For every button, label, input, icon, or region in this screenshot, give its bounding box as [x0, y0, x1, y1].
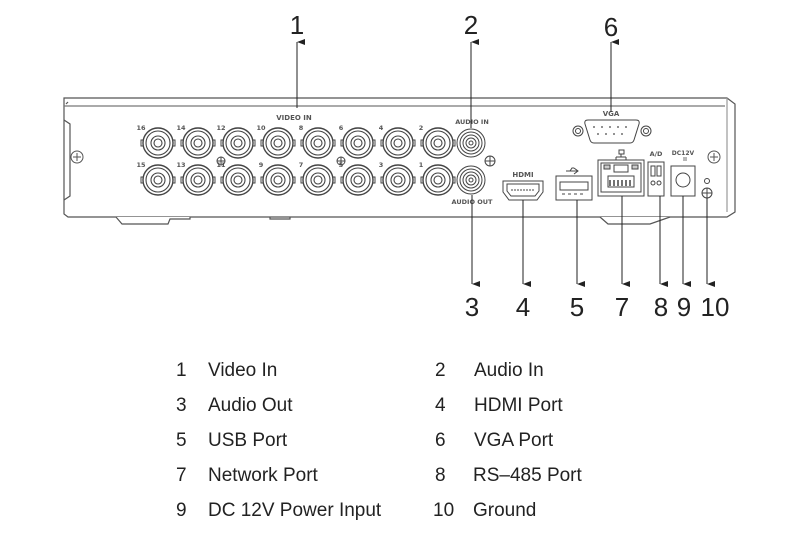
- bnc-connector-9[interactable]: 9: [259, 161, 296, 196]
- hdmi-panel-label: HDMI: [512, 171, 533, 179]
- callout-5: 5: [569, 292, 585, 322]
- legend-label: DC 12V Power Input: [208, 500, 382, 521]
- legend-num: 8: [435, 465, 446, 486]
- callout-7: 7: [614, 292, 630, 322]
- legend-label: USB Port: [208, 430, 288, 451]
- callout-8: 8: [653, 292, 669, 322]
- legend-num: 10: [433, 500, 455, 521]
- usb-icon: [566, 167, 579, 175]
- bnc-connector-4[interactable]: 4: [379, 124, 416, 159]
- network-port[interactable]: [597, 159, 645, 197]
- network-icon: [615, 149, 627, 160]
- bnc-channel-label: 4: [379, 124, 384, 132]
- bnc-channel-label: 9: [259, 161, 264, 169]
- dc-panel-label: DC12V: [672, 150, 695, 157]
- bnc-connector-14[interactable]: 14: [176, 124, 216, 159]
- ground-symbol: [484, 155, 496, 167]
- bnc-channel-label: 10: [256, 124, 266, 132]
- rs485-port[interactable]: [647, 161, 665, 197]
- bnc-channel-label: 6: [339, 124, 344, 132]
- video-in-panel-label: VIDEO IN: [276, 114, 312, 122]
- legend-num: 6: [435, 430, 446, 451]
- bnc-ground-symbol: [216, 156, 346, 166]
- dc-power-port[interactable]: [670, 157, 696, 197]
- bnc-connector-1[interactable]: 1: [419, 161, 456, 196]
- audio-out-port[interactable]: [456, 165, 486, 195]
- legend-label: Audio Out: [208, 395, 293, 416]
- chassis-screw-right: [707, 150, 721, 164]
- legend-num: 4: [435, 395, 446, 416]
- bnc-channel-label: 13: [176, 161, 185, 169]
- audio-in-port[interactable]: [456, 128, 486, 158]
- legend-num: 9: [176, 500, 187, 521]
- bnc-connector-8[interactable]: 8: [299, 124, 336, 159]
- bnc-connector-5[interactable]: 5: [339, 161, 376, 196]
- legend-num: 5: [176, 430, 187, 451]
- bnc-connector-3[interactable]: 3: [379, 161, 416, 196]
- callout-lines: [296, 39, 715, 287]
- legend-num: 7: [176, 465, 187, 486]
- audio-in-panel-label: AUDIO IN: [455, 118, 489, 126]
- legend-label: Network Port: [208, 465, 318, 486]
- vga-panel-label: VGA: [603, 110, 620, 118]
- callout-10: 10: [700, 292, 730, 322]
- legend-label: Video In: [208, 360, 278, 381]
- bnc-connector-7[interactable]: 7: [299, 161, 336, 196]
- bnc-connector-2[interactable]: 2: [419, 124, 456, 159]
- bnc-channel-label: 8: [299, 124, 304, 132]
- legend-label: HDMI Port: [474, 395, 563, 416]
- callout-3: 3: [464, 292, 480, 322]
- bnc-channel-label: 16: [136, 124, 146, 132]
- bnc-connector-10[interactable]: 10: [256, 124, 296, 159]
- rs485-panel-label: A/D: [650, 150, 663, 158]
- bnc-channel-label: 3: [379, 161, 384, 169]
- legend-label: VGA Port: [474, 430, 554, 451]
- bnc-channel-label: 14: [176, 124, 186, 132]
- bnc-connector-15[interactable]: 15: [136, 161, 176, 196]
- bnc-connector-16[interactable]: 16: [136, 124, 176, 159]
- bnc-channel-label: 15: [136, 161, 146, 169]
- legend-num: 1: [176, 360, 187, 381]
- bnc-channel-label: 2: [419, 124, 424, 132]
- callout-2: 2: [463, 10, 479, 40]
- callout-1: 1: [289, 10, 305, 40]
- bnc-connector-11[interactable]: 11: [216, 161, 256, 196]
- bnc-connector-6[interactable]: 6: [339, 124, 376, 159]
- legend-label: Ground: [473, 500, 537, 521]
- bnc-channel-label: 1: [419, 161, 424, 169]
- callout-9: 9: [676, 292, 692, 322]
- bnc-channel-label: 12: [216, 124, 225, 132]
- callout-4: 4: [515, 292, 531, 322]
- usb-port[interactable]: [555, 175, 593, 201]
- chassis-screw-left: [70, 150, 84, 164]
- callout-6: 6: [603, 12, 619, 42]
- hdmi-port[interactable]: [502, 180, 544, 201]
- legend-num: 2: [435, 360, 446, 381]
- bnc-channel-label: 7: [299, 161, 304, 169]
- legend-label: Audio In: [474, 360, 544, 381]
- vga-port[interactable]: [572, 119, 652, 144]
- bnc-connector-13[interactable]: 13: [176, 161, 216, 196]
- legend-num: 3: [176, 395, 187, 416]
- bnc-connector-12[interactable]: 12: [216, 124, 256, 159]
- legend-label: RS–485 Port: [473, 465, 582, 486]
- ground-terminal[interactable]: [701, 178, 713, 199]
